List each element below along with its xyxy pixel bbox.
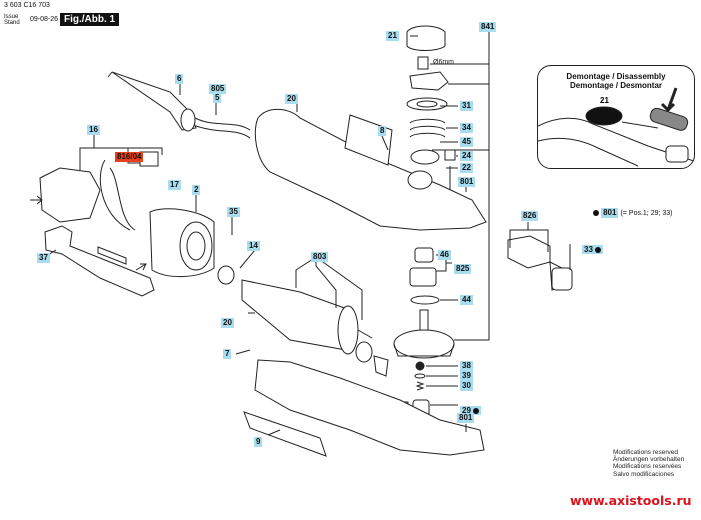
power-cord bbox=[107, 71, 251, 139]
modifications-de: Änderungen vorbehalten bbox=[613, 456, 685, 464]
callout-part-14: 14 bbox=[247, 241, 260, 251]
legend-text: (= Pos.1; 29; 33) bbox=[620, 210, 673, 217]
callout-part-5: 5 bbox=[213, 93, 222, 103]
brush-holder bbox=[507, 235, 573, 291]
callout-part-17: 17 bbox=[168, 180, 181, 190]
head-parts bbox=[406, 25, 456, 190]
switch-assembly bbox=[39, 151, 159, 231]
callout-part-29: 29 bbox=[460, 406, 481, 415]
arrow-icon bbox=[135, 263, 147, 271]
legend-part-801: 801 bbox=[601, 208, 619, 218]
modifications-fr: Modifications reservées bbox=[613, 463, 682, 471]
modifications-es: Salvo modificaciones bbox=[613, 470, 675, 478]
gear-bearings bbox=[409, 247, 440, 305]
bottom-housing bbox=[243, 359, 485, 457]
issue-label: Issue Stand bbox=[4, 14, 20, 26]
callout-part-7: 7 bbox=[223, 349, 232, 359]
callout-part-20-clamp: 20 bbox=[221, 318, 234, 328]
callout-part-38: 38 bbox=[460, 361, 473, 371]
inset-drawing bbox=[538, 87, 694, 167]
cap-21-icon bbox=[585, 106, 623, 126]
inset-title-line2: Demontage / Desmontar bbox=[569, 81, 663, 90]
modifications-en: Modifications reserved bbox=[613, 449, 679, 456]
legend-note: 801 (= Pos.1; 29; 33) bbox=[593, 208, 673, 218]
screwdriver-icon bbox=[649, 107, 689, 131]
callout-part-9: 9 bbox=[254, 437, 263, 447]
figure-label: Fig./Abb. 1 bbox=[60, 13, 120, 26]
callout-part-46: 46 bbox=[438, 250, 451, 260]
issue-label-de: Stand bbox=[4, 20, 20, 26]
callout-part-16: 16 bbox=[87, 125, 100, 135]
callout-part-841: 841 bbox=[479, 22, 497, 32]
callout-part-44: 44 bbox=[460, 295, 473, 305]
website-link[interactable]: www.axistools.ru bbox=[570, 493, 692, 508]
callout-part-816-04: 816/04 bbox=[115, 152, 144, 162]
leader-lines bbox=[47, 30, 571, 436]
callout-part-33-marked: 33 bbox=[582, 239, 603, 257]
callout-part-35: 35 bbox=[227, 207, 240, 217]
field-stator bbox=[149, 208, 215, 278]
callout-part-45: 45 bbox=[460, 137, 473, 147]
callout-part-24: 24 bbox=[460, 151, 473, 161]
callout-part-31: 31 bbox=[460, 101, 473, 111]
inset-part-label: 21 bbox=[600, 96, 609, 105]
callout-part-30: 30 bbox=[460, 381, 473, 391]
callout-part-20-housing: 20 bbox=[285, 94, 298, 104]
callout-part-825: 825 bbox=[454, 264, 472, 274]
callout-part-22: 22 bbox=[460, 163, 473, 173]
shaft-diameter-note: Ø6mm bbox=[433, 59, 454, 66]
arrow-icon bbox=[30, 195, 43, 205]
bearing bbox=[217, 265, 235, 285]
issue-label-en: Issue bbox=[4, 14, 19, 20]
callout-part-39: 39 bbox=[460, 371, 473, 381]
callout-part-33: 33 bbox=[582, 245, 603, 254]
document-number: 3 603 C16 703 bbox=[4, 2, 50, 9]
arrow-icon bbox=[660, 87, 678, 113]
bullet-icon bbox=[593, 210, 599, 217]
switch-slider bbox=[44, 225, 155, 297]
callout-part-803: 803 bbox=[311, 252, 329, 262]
callout-part-826: 826 bbox=[521, 211, 539, 221]
disassembly-inset: Demontage / Disassembly Demontage / Desm… bbox=[537, 65, 695, 169]
inset-title-line1: Demontage / Disassembly bbox=[566, 72, 666, 81]
callout-part-2: 2 bbox=[192, 185, 201, 195]
issue-date: 09-08-26 bbox=[30, 16, 59, 23]
callout-part-37: 37 bbox=[37, 253, 50, 263]
callout-part-21: 21 bbox=[386, 31, 399, 41]
callout-part-801-base: 801 bbox=[457, 413, 475, 423]
motor-housing bbox=[254, 108, 487, 231]
callout-part-8: 8 bbox=[378, 126, 387, 136]
inset-title: Demontage / Disassembly Demontage / Desm… bbox=[538, 72, 694, 90]
callout-part-6: 6 bbox=[175, 74, 184, 84]
callout-part-29-marked: 29 bbox=[460, 400, 481, 418]
callout-part-801-housing: 801 bbox=[458, 177, 476, 187]
callout-part-34: 34 bbox=[460, 123, 473, 133]
modifications-note: Modifications reserved Änderungen vorbeh… bbox=[613, 449, 684, 478]
armature bbox=[241, 279, 389, 377]
callout-part-805: 805 bbox=[209, 84, 227, 94]
